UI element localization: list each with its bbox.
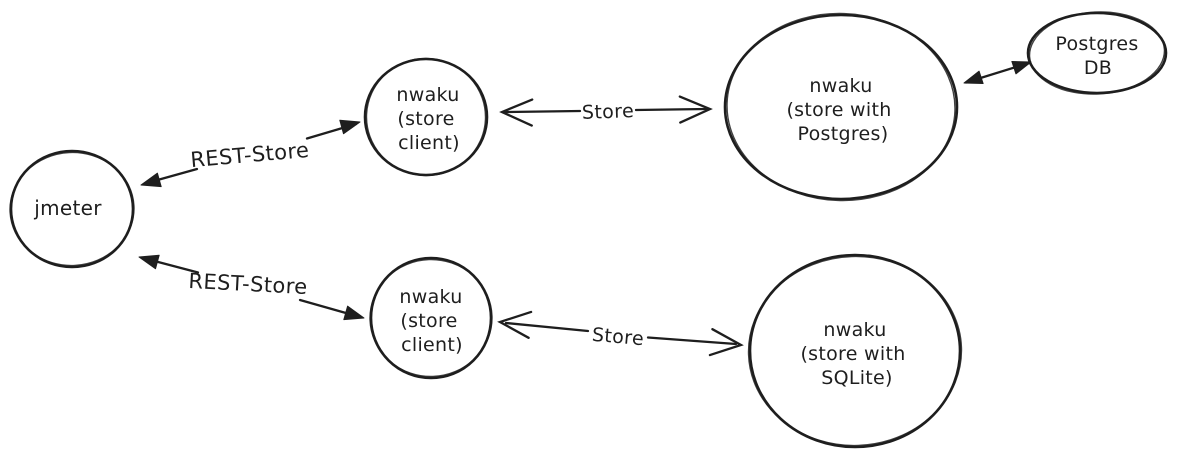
arrowhead-open-icon [708, 328, 744, 357]
node-label-line: (store [397, 108, 454, 130]
node-postgres-db-shape-sketch [1028, 11, 1166, 95]
edge-store-top: Store [499, 95, 713, 127]
node-nwaku-store-client-top: nwaku (store client) [363, 57, 489, 177]
arrowhead-filled-icon [1011, 60, 1032, 75]
arrowhead-filled-icon [343, 305, 365, 321]
node-label-line: nwaku [396, 84, 459, 106]
node-label-line: client) [398, 132, 460, 154]
node-jmeter-shape [9, 149, 135, 269]
node-nwaku-store-client-bottom: nwaku (store client) [369, 256, 493, 380]
node-label-line: SQLite) [821, 367, 893, 389]
edge-label-rest-store-bottom: REST-Store [188, 269, 308, 299]
node-store-postgres-shape-sketch [726, 12, 956, 202]
node-label-line: client) [401, 334, 463, 356]
arrowhead-open-icon [678, 95, 713, 124]
node-nwaku-store-sqlite: nwaku (store with SQLite) [747, 253, 963, 449]
edge-label-store-top: Store [582, 100, 635, 124]
node-label-line: Postgres) [798, 123, 889, 145]
node-label-line: (store with [800, 343, 905, 365]
arrowhead-filled-icon [140, 172, 162, 188]
edge-line-segment [504, 109, 582, 114]
arrowhead-filled-icon [339, 119, 361, 135]
node-store-client-bottom-shape [369, 256, 493, 380]
arrowhead-filled-icon [963, 70, 984, 85]
node-jmeter-label: jmeter [33, 196, 102, 220]
edge-store-bottom: Store [497, 310, 744, 357]
arrowhead-open-icon [497, 310, 533, 339]
edge-line-segment [504, 321, 590, 333]
node-label-line: DB [1084, 57, 1112, 79]
node-label-line: (store with [786, 99, 891, 121]
edge-rest-store-bottom: REST-Store [138, 254, 365, 321]
node-store-postgres-shape [723, 13, 959, 201]
node-store-client-bottom-shape-sketch [369, 258, 493, 378]
node-label-line: nwaku [399, 286, 462, 308]
edge-line-segment [634, 107, 708, 112]
node-nwaku-store-postgres: nwaku (store with Postgres) [723, 12, 959, 202]
node-label-line: Postgres [1055, 33, 1138, 55]
node-label-line: (store [400, 310, 457, 332]
node-store-sqlite-shape-sketch [747, 255, 963, 447]
edge-line-segment [646, 336, 738, 346]
node-jmeter-shape-sketch [9, 151, 135, 267]
arrowhead-filled-icon [138, 254, 160, 270]
node-label-line: nwaku [809, 75, 872, 97]
node-postgres-db: Postgres DB [1026, 11, 1168, 95]
edge-rest-store-top: REST-Store [140, 119, 361, 188]
arrowhead-open-icon [499, 98, 534, 127]
edge-postgres-db-link [963, 60, 1032, 85]
node-postgres-db-shape [1026, 11, 1168, 95]
edge-label-store-bottom: Store [591, 324, 645, 350]
node-store-client-top-shape-sketch [365, 57, 487, 177]
edge-label-rest-store-top: REST-Store [189, 138, 310, 172]
node-label-line: nwaku [823, 319, 886, 341]
node-store-sqlite-shape [748, 253, 962, 449]
node-jmeter: jmeter [9, 149, 135, 269]
